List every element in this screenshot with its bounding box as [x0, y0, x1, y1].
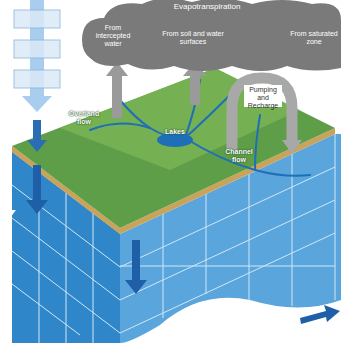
land-surface — [12, 68, 335, 228]
evaporation-arrows — [106, 62, 207, 118]
small-arrow — [4, 195, 16, 218]
source-label: From saturated zone — [288, 30, 340, 46]
flow-label: Channel flow — [222, 148, 256, 164]
evaporation-cloud: EvapotranspirationFrom intercepted water… — [82, 0, 341, 74]
precipitation-stack — [14, 0, 60, 152]
land-shade — [60, 68, 300, 170]
flow-label: Pumping and Recharge — [244, 86, 282, 110]
source-label: From intercepted water — [90, 24, 136, 48]
source-label: From soil and water surfaces — [160, 30, 226, 46]
process-title: Evapotranspiration — [152, 2, 262, 11]
flow-label: Overland flow — [66, 110, 102, 126]
pumping-head — [282, 140, 302, 154]
flow-arrows — [26, 165, 340, 324]
lake-shape — [157, 133, 193, 147]
flow-label: Lakes — [160, 128, 190, 136]
pumping-loop — [232, 78, 292, 150]
